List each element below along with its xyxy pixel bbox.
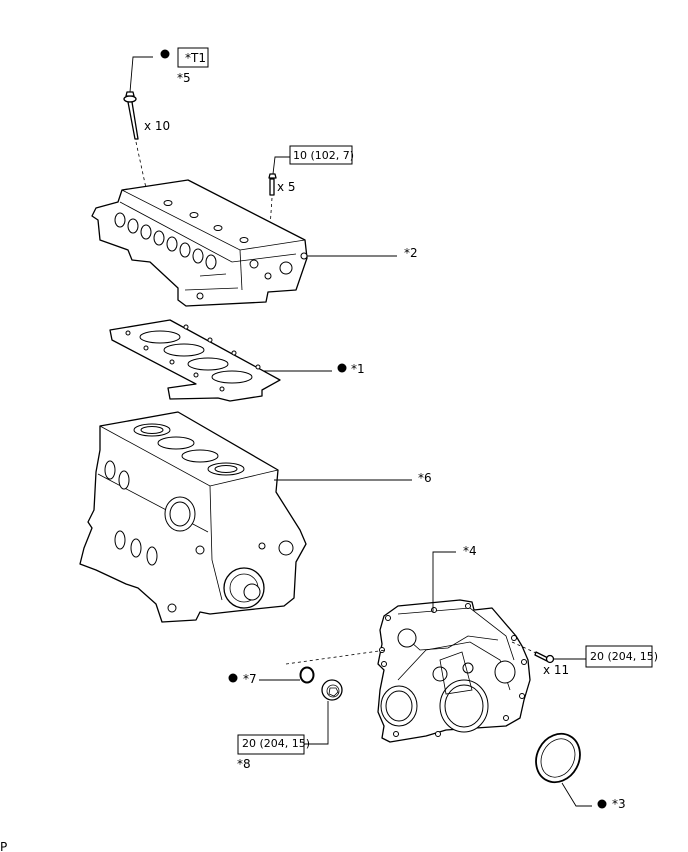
torque-small-bolts: 10 (102, 7) (293, 149, 354, 162)
cylinder-block (79, 411, 307, 623)
t1-leader (129, 56, 153, 93)
cover-bolt-qty: x 11 (543, 663, 569, 677)
part-8-leader (304, 701, 329, 745)
part-8-label: *8 (237, 757, 251, 771)
head-bolt (123, 91, 139, 140)
torque-box-part-8 (237, 734, 305, 755)
part-2-label: *2 (404, 246, 418, 260)
part-3-label: *3 (612, 797, 626, 811)
part-4-label: *4 (463, 544, 477, 558)
t1-label: *T1 (185, 51, 206, 65)
part-1-label: *1 (351, 362, 365, 376)
t1-box (177, 47, 209, 68)
small-bolt-qty: x 5 (277, 180, 296, 194)
o-ring-dash (285, 649, 387, 665)
replace-dot-t1 (160, 49, 170, 59)
plug-fitting (321, 679, 343, 701)
cover-bolt (534, 651, 555, 664)
replace-dot-7 (228, 673, 238, 683)
o-ring (299, 666, 315, 684)
replace-dot-3 (597, 799, 607, 809)
cylinder-head (91, 179, 308, 307)
head-bolt-dash (135, 141, 147, 189)
torque-box-small-bolts (289, 145, 353, 165)
head-gasket (109, 319, 281, 402)
timing-cover (377, 599, 531, 743)
small-bolt-leader (272, 156, 290, 175)
part-5-label: *5 (177, 71, 191, 85)
part-6-label: *6 (418, 471, 432, 485)
torque-part-8: 20 (204, 15) (242, 737, 310, 750)
corner-mark: P (0, 840, 7, 852)
torque-box-cover-bolts (585, 645, 653, 668)
replace-dot-1 (337, 363, 347, 373)
cover-bolt-dash (511, 641, 537, 654)
torque-cover-bolts: 20 (204, 15) (590, 650, 658, 663)
part-3-leader (561, 782, 592, 807)
head-bolt-qty: x 10 (144, 119, 170, 133)
part-7-label: *7 (243, 672, 257, 686)
oil-seal (535, 732, 581, 784)
part-4-leader (432, 551, 456, 612)
small-bolt (268, 173, 277, 196)
